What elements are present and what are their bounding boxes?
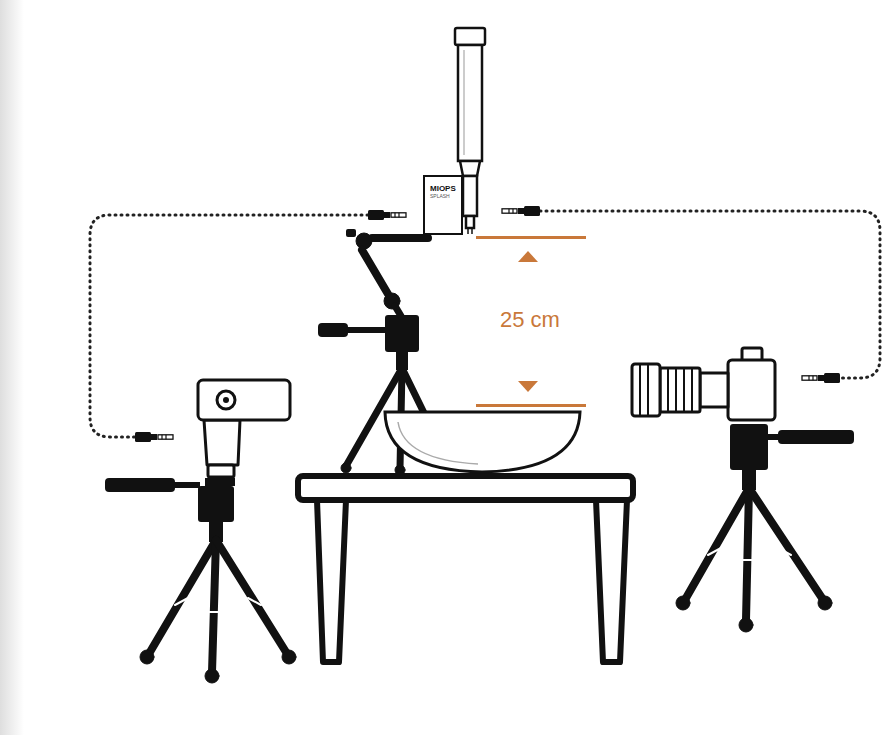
trigger-cable: [540, 211, 880, 378]
camera-tripod: [708, 548, 721, 555]
drip-tube: [460, 161, 480, 176]
flash-unit: [205, 478, 235, 486]
table: [298, 476, 633, 662]
flash-tripod: [282, 650, 296, 664]
bowl: [398, 422, 478, 464]
cable-plug: [502, 206, 540, 216]
bowl: [385, 412, 580, 472]
flash-tripod: [150, 540, 216, 652]
drip-tube: [463, 50, 465, 155]
camera: [700, 373, 728, 407]
controller-box: MIOPSSPLASH: [423, 175, 463, 235]
device-label: SPLASH: [430, 194, 450, 200]
camera-tripod: [676, 596, 690, 610]
center-tripod: [396, 350, 408, 370]
camera: [639, 364, 641, 416]
trigger-cable: [90, 215, 368, 437]
camera: [660, 368, 700, 412]
cable-plug: [368, 210, 406, 220]
flash-unit: [217, 391, 235, 409]
cable-plug: [802, 373, 840, 383]
camera-tripod: [739, 618, 753, 632]
flash-tripod: [175, 598, 188, 605]
camera: [667, 368, 669, 412]
flash-tripod: [208, 611, 222, 613]
bowl: [385, 412, 580, 472]
center-tripod: [318, 323, 348, 337]
camera-tripod: [740, 559, 754, 561]
flash-unit: [223, 397, 229, 403]
camera: [675, 368, 677, 412]
camera: [683, 368, 685, 412]
flash-tripod: [105, 478, 175, 492]
page-shade: [0, 0, 24, 735]
flash-tripod: [105, 478, 296, 683]
flash-unit: [208, 465, 234, 477]
drip-tube: [466, 216, 474, 228]
distance-marker: [518, 381, 538, 392]
camera-tripod: [676, 424, 854, 632]
drip-tube: [455, 28, 485, 45]
dimension-label: 25 cm: [500, 307, 560, 333]
drip-tube: [458, 45, 482, 161]
camera: [632, 364, 660, 416]
camera: [647, 364, 649, 416]
cable-plug: [135, 206, 840, 442]
flash-tripod: [205, 669, 219, 683]
flash-tripod: [216, 540, 286, 652]
distance-marker: [476, 236, 586, 407]
table: [596, 500, 627, 662]
drip-tube: [471, 228, 473, 234]
cable-plug: [135, 432, 173, 442]
distance-marker: [518, 251, 538, 262]
camera: [640, 364, 692, 416]
center-tripod: [341, 463, 351, 473]
flash-tripod: [198, 486, 234, 522]
flash-tripod: [212, 540, 216, 672]
flash-unit: [198, 380, 290, 486]
flash-unit: [198, 380, 290, 420]
drip-tube: [467, 228, 469, 234]
distance-marker: [476, 404, 586, 407]
camera: [728, 360, 775, 420]
camera: [691, 368, 693, 412]
magic-arm: [372, 234, 428, 242]
camera-tripod: [818, 596, 832, 610]
drip-tube: [463, 176, 477, 216]
camera-tripod: [746, 488, 749, 620]
camera-tripod: [778, 430, 854, 444]
magic-arm: [346, 229, 356, 237]
flash-tripod: [140, 650, 154, 664]
camera: [632, 348, 775, 420]
center-tripod: [385, 315, 419, 352]
camera-tripod: [749, 488, 822, 598]
table: [298, 476, 633, 500]
trigger-cable: [90, 211, 880, 437]
table: [317, 500, 346, 662]
camera-tripod: [686, 488, 749, 598]
camera-tripod: [766, 434, 780, 440]
camera-tripod: [778, 548, 791, 555]
device-label: MIOPS: [430, 185, 456, 194]
magic-arm: [395, 306, 401, 316]
flash-unit: [204, 420, 240, 465]
flash-tripod: [248, 598, 261, 605]
magic-arm: [362, 250, 388, 294]
magic-arm: [346, 229, 428, 316]
flash-tripod: [172, 482, 200, 488]
camera-tripod: [730, 424, 768, 470]
distance-marker: [476, 236, 586, 239]
